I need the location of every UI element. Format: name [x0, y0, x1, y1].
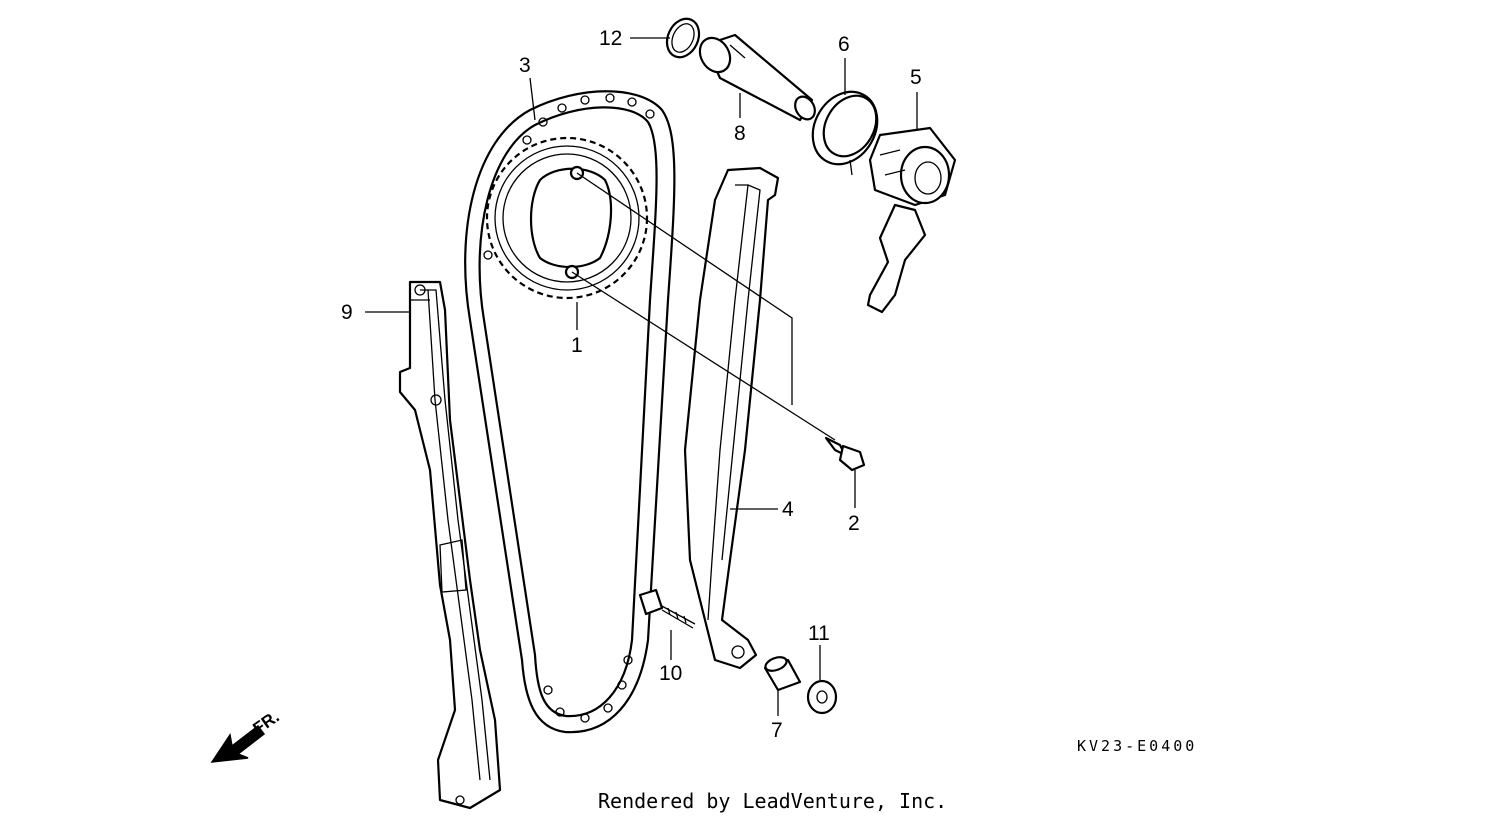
cam-chain-part-3 — [464, 90, 676, 734]
collar-part-7 — [763, 656, 802, 692]
front-arrow-icon — [210, 724, 266, 763]
callout-5: 5 — [910, 66, 922, 89]
callout-3: 3 — [519, 54, 531, 77]
bolt-part-2 — [824, 436, 866, 472]
callout-10: 10 — [659, 662, 682, 685]
cam-sprocket-part-1 — [485, 136, 649, 300]
callout-8: 8 — [734, 122, 746, 145]
callout-4: 4 — [782, 498, 794, 521]
callout-12: 12 — [599, 27, 622, 50]
callout-6: 6 — [838, 33, 850, 56]
footer-credit: Rendered by LeadVenture, Inc. — [598, 789, 947, 813]
tensioner-spring-part-6 — [811, 90, 879, 176]
tensioner-shaft-part-8 — [698, 33, 816, 122]
chain-guide-part-9 — [398, 280, 502, 810]
callout-11: 11 — [808, 622, 830, 645]
callout-labels: 1 2 3 4 5 6 7 8 9 10 11 12 — [341, 27, 922, 742]
reference-code: KV23-E0400 — [1077, 737, 1197, 755]
callout-2: 2 — [848, 512, 860, 535]
front-direction-indicator: FR. — [210, 707, 283, 763]
tensioner-body-part-5 — [866, 126, 957, 314]
o-ring-part-12 — [665, 17, 701, 59]
washer-part-11 — [806, 679, 838, 715]
bolt-part-10 — [638, 588, 696, 629]
callout-1: 1 — [571, 334, 583, 357]
callout-7: 7 — [771, 719, 783, 742]
leader-lines — [365, 37, 918, 716]
tensioner-slider-part-4 — [683, 166, 780, 670]
callout-9: 9 — [341, 301, 353, 324]
